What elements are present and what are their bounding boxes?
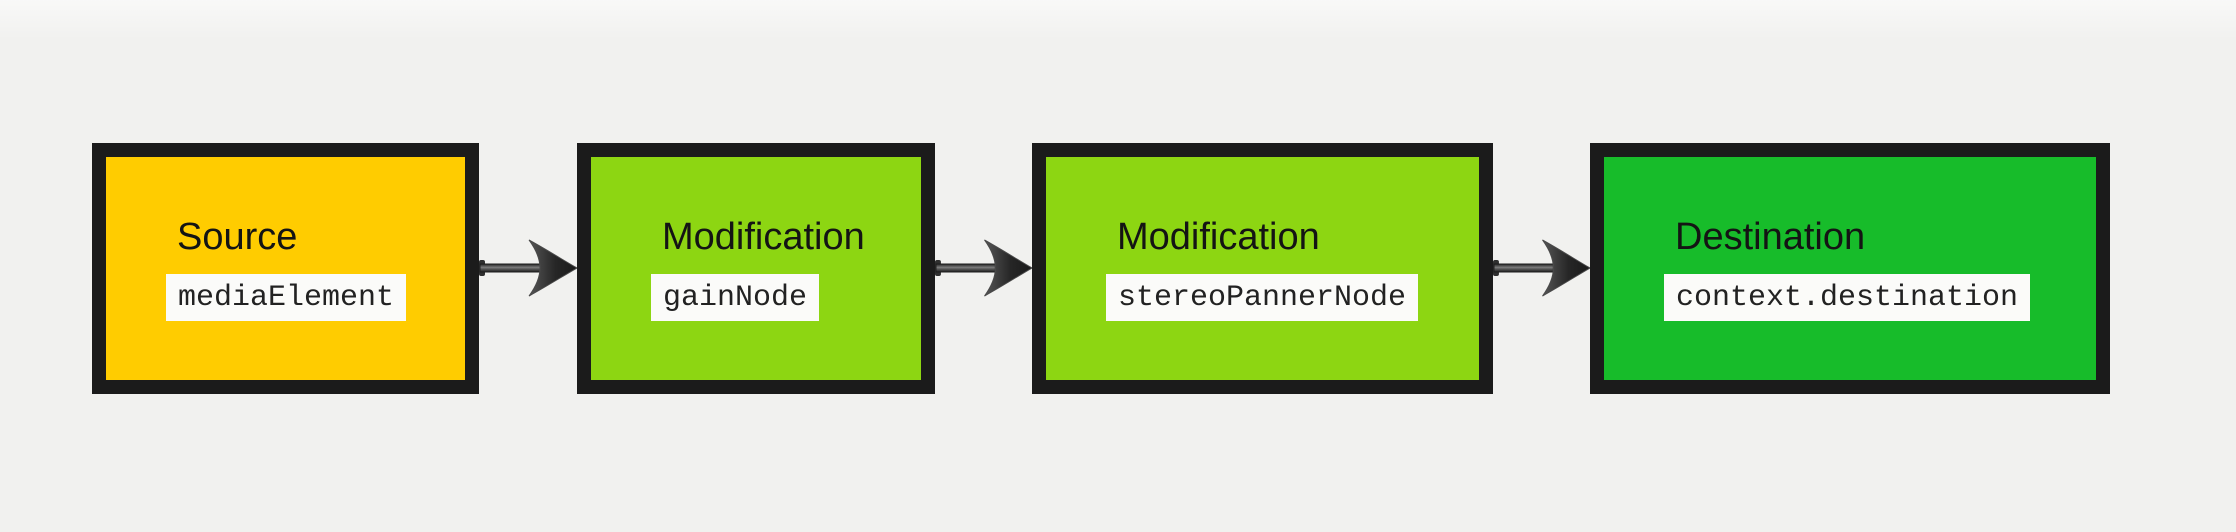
node-code-chip: mediaElement xyxy=(166,274,407,322)
node-code-chip: gainNode xyxy=(651,274,820,322)
node-role-label: Modification xyxy=(1117,215,1320,258)
flow-arrow-icon xyxy=(935,238,1032,298)
node-code-chip: context.destination xyxy=(1664,274,2031,322)
node-destination-body: Destination context.destination xyxy=(1604,157,2096,380)
node-source: Source mediaElement xyxy=(92,143,479,394)
node-source-body: Source mediaElement xyxy=(106,157,465,380)
node-modification-2: Modification stereoPannerNode xyxy=(1032,143,1493,394)
node-role-label: Modification xyxy=(662,215,865,258)
node-modification-1-body: Modification gainNode xyxy=(591,157,921,380)
flow-arrow-icon xyxy=(479,238,577,298)
node-role-label: Source xyxy=(177,215,298,258)
flow-arrow-icon xyxy=(1493,238,1590,298)
node-modification-1: Modification gainNode xyxy=(577,143,935,394)
node-role-label: Destination xyxy=(1675,215,1866,258)
node-destination: Destination context.destination xyxy=(1590,143,2110,394)
node-code-chip: stereoPannerNode xyxy=(1106,274,1419,322)
node-modification-2-body: Modification stereoPannerNode xyxy=(1046,157,1479,380)
